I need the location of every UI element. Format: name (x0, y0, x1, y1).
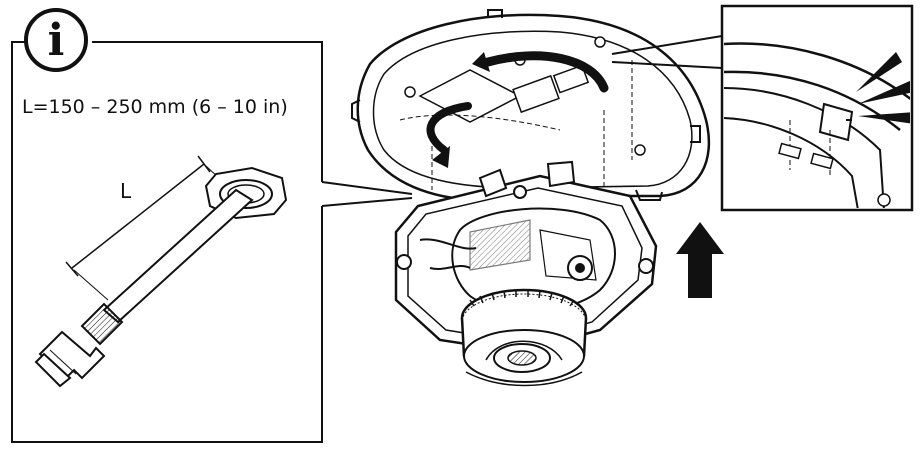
cable-length-label: L=150 – 250 mm (6 – 10 in) (22, 96, 288, 118)
detail-inset (611, 4, 914, 212)
info-icon: i (47, 14, 65, 66)
network-cable-illustration (34, 155, 288, 388)
info-circle (24, 8, 88, 72)
arrow-up-icon (676, 222, 724, 298)
info-panel (11, 8, 413, 443)
camera-base-plate (351, 9, 711, 202)
dome-camera (394, 160, 658, 387)
dimension-letter: L (120, 179, 132, 203)
rotate-arrow-icon (426, 51, 609, 168)
